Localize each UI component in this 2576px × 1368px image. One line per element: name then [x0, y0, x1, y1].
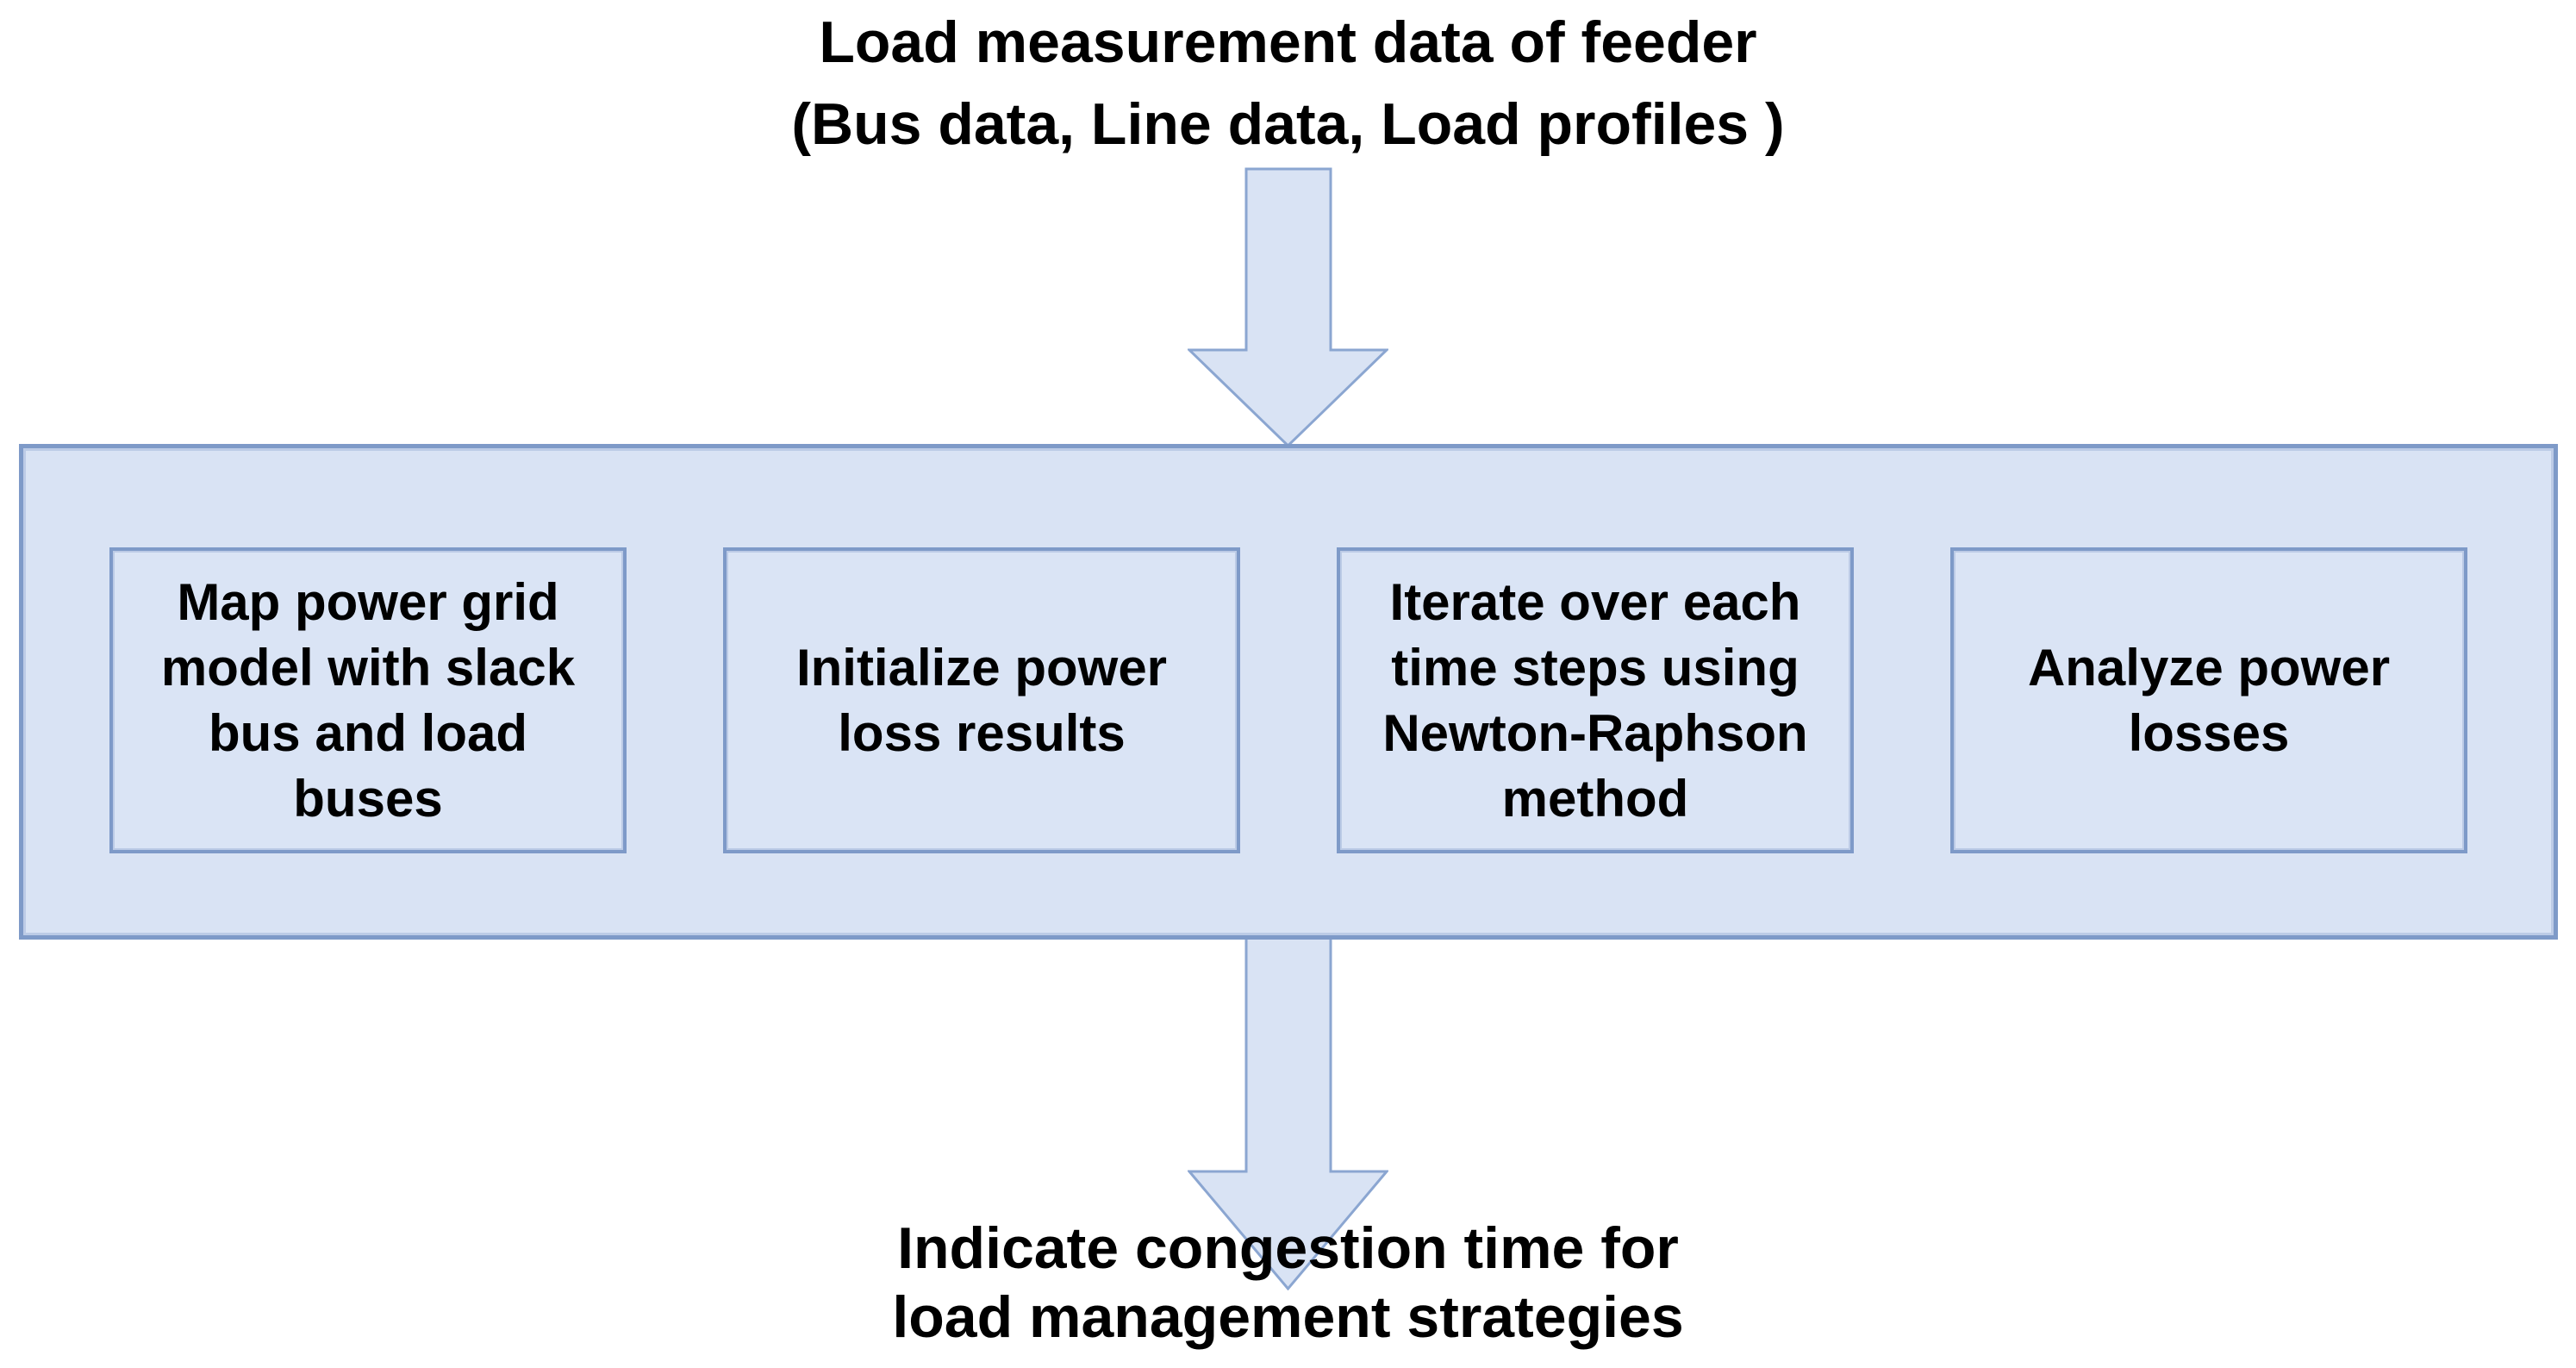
- output-label-line2: load management strategies: [892, 1284, 1684, 1350]
- down-block-arrow-icon-bottom: [1188, 935, 1388, 1290]
- step-label-initialize-power-loss: Initialize power loss results: [795, 638, 1168, 762]
- step-label-map-power-grid: Map power grid model with slack bus and …: [160, 572, 576, 828]
- output-label-line1: Indicate congestion time for: [897, 1215, 1679, 1281]
- process-container: Map power grid model with slack bus and …: [19, 444, 2558, 940]
- step-box-analyze-power-losses: Analyze power losses: [1950, 547, 2467, 853]
- step-label-analyze-power-losses: Analyze power losses: [2027, 638, 2391, 762]
- step-box-initialize-power-loss: Initialize power loss results: [723, 547, 1240, 853]
- input-data-label-line2: (Bus data, Line data, Load profiles ): [791, 91, 1785, 157]
- output-label: Indicate congestion time for load manage…: [0, 1214, 2576, 1352]
- step-label-iterate-newton-raphson: Iterate over each time steps using Newto…: [1382, 572, 1808, 828]
- down-block-arrow-icon-top: [1188, 167, 1388, 447]
- input-data-label-line1: Load measurement data of feeder: [819, 9, 1757, 75]
- input-data-label: Load measurement data of feeder (Bus dat…: [0, 2, 2576, 166]
- step-box-iterate-newton-raphson: Iterate over each time steps using Newto…: [1337, 547, 1854, 853]
- step-box-map-power-grid: Map power grid model with slack bus and …: [109, 547, 627, 853]
